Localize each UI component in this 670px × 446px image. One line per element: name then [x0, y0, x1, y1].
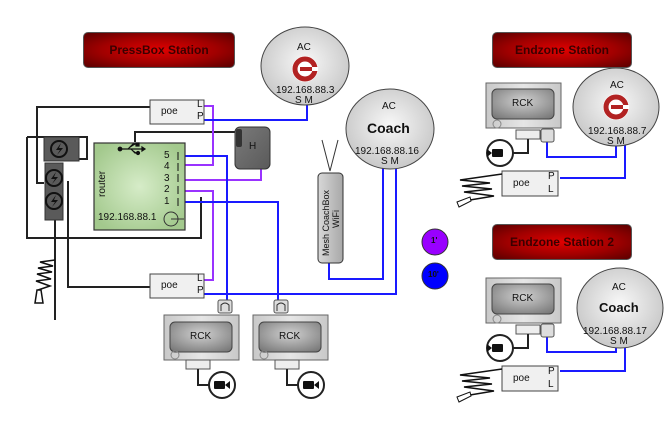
- power-cable: [26, 137, 202, 239]
- endzone-poe[interactable]: [501, 170, 559, 197]
- power-cord-plug-icon: [34, 259, 56, 304]
- router[interactable]: [93, 142, 186, 231]
- endzone-station-2-title: Endzone Station 2: [492, 224, 632, 260]
- camera-icon: [208, 371, 236, 399]
- pressbox-station-title: PressBox Station: [83, 32, 235, 68]
- ac-unit-logo[interactable]: [260, 26, 350, 106]
- power-outlet-icon: [45, 169, 63, 187]
- cable-10ft: [178, 103, 308, 121]
- camera-icon: [297, 371, 325, 399]
- endzone2-ac[interactable]: [576, 267, 664, 349]
- power-outlet-icon: [50, 140, 68, 158]
- endzone-station-title: Endzone Station: [492, 32, 632, 68]
- mesh-coachbox[interactable]: [317, 139, 344, 264]
- endzone2-poe[interactable]: [501, 365, 559, 392]
- endzone-rck[interactable]: [485, 82, 562, 167]
- poe-injector-top[interactable]: [149, 99, 205, 125]
- camera-icon: [486, 139, 514, 167]
- power-cable: [36, 106, 150, 184]
- usb-icon: [117, 142, 147, 156]
- reset-button-icon: [163, 211, 184, 227]
- hub[interactable]: [234, 126, 271, 170]
- c-logo-icon: [603, 94, 629, 120]
- power-cable: [67, 181, 150, 288]
- power-cable: [134, 131, 240, 142]
- c-logo-icon: [292, 56, 318, 82]
- legend-1ft-dot: [421, 228, 449, 256]
- cable-1ft: [180, 168, 262, 181]
- power-plug-icon: [456, 196, 472, 208]
- power-outlet-icon: [45, 192, 63, 210]
- legend-10ft-dot: [421, 262, 449, 290]
- ac-unit-coach[interactable]: [345, 88, 435, 170]
- poe-injector-bottom[interactable]: [149, 273, 205, 299]
- cable-10ft: [180, 155, 228, 303]
- endzone2-cables: [546, 330, 626, 372]
- cables-pressbox: [26, 103, 397, 320]
- rck-unit-2[interactable]: [252, 299, 329, 399]
- power-strip: [43, 136, 80, 221]
- antenna-icon: [321, 139, 339, 172]
- endzone-ac[interactable]: [572, 67, 660, 147]
- power-cord-plug-icon: [459, 173, 503, 201]
- cable-10ft: [180, 166, 397, 295]
- rck-unit-1[interactable]: [163, 299, 240, 399]
- power-plug-icon: [456, 391, 472, 403]
- endzone2-rck[interactable]: [485, 277, 562, 362]
- power-cord-plug-icon: [459, 368, 503, 396]
- cable-10ft: [180, 201, 279, 303]
- camera-icon: [486, 334, 514, 362]
- cable-10ft: [328, 166, 384, 280]
